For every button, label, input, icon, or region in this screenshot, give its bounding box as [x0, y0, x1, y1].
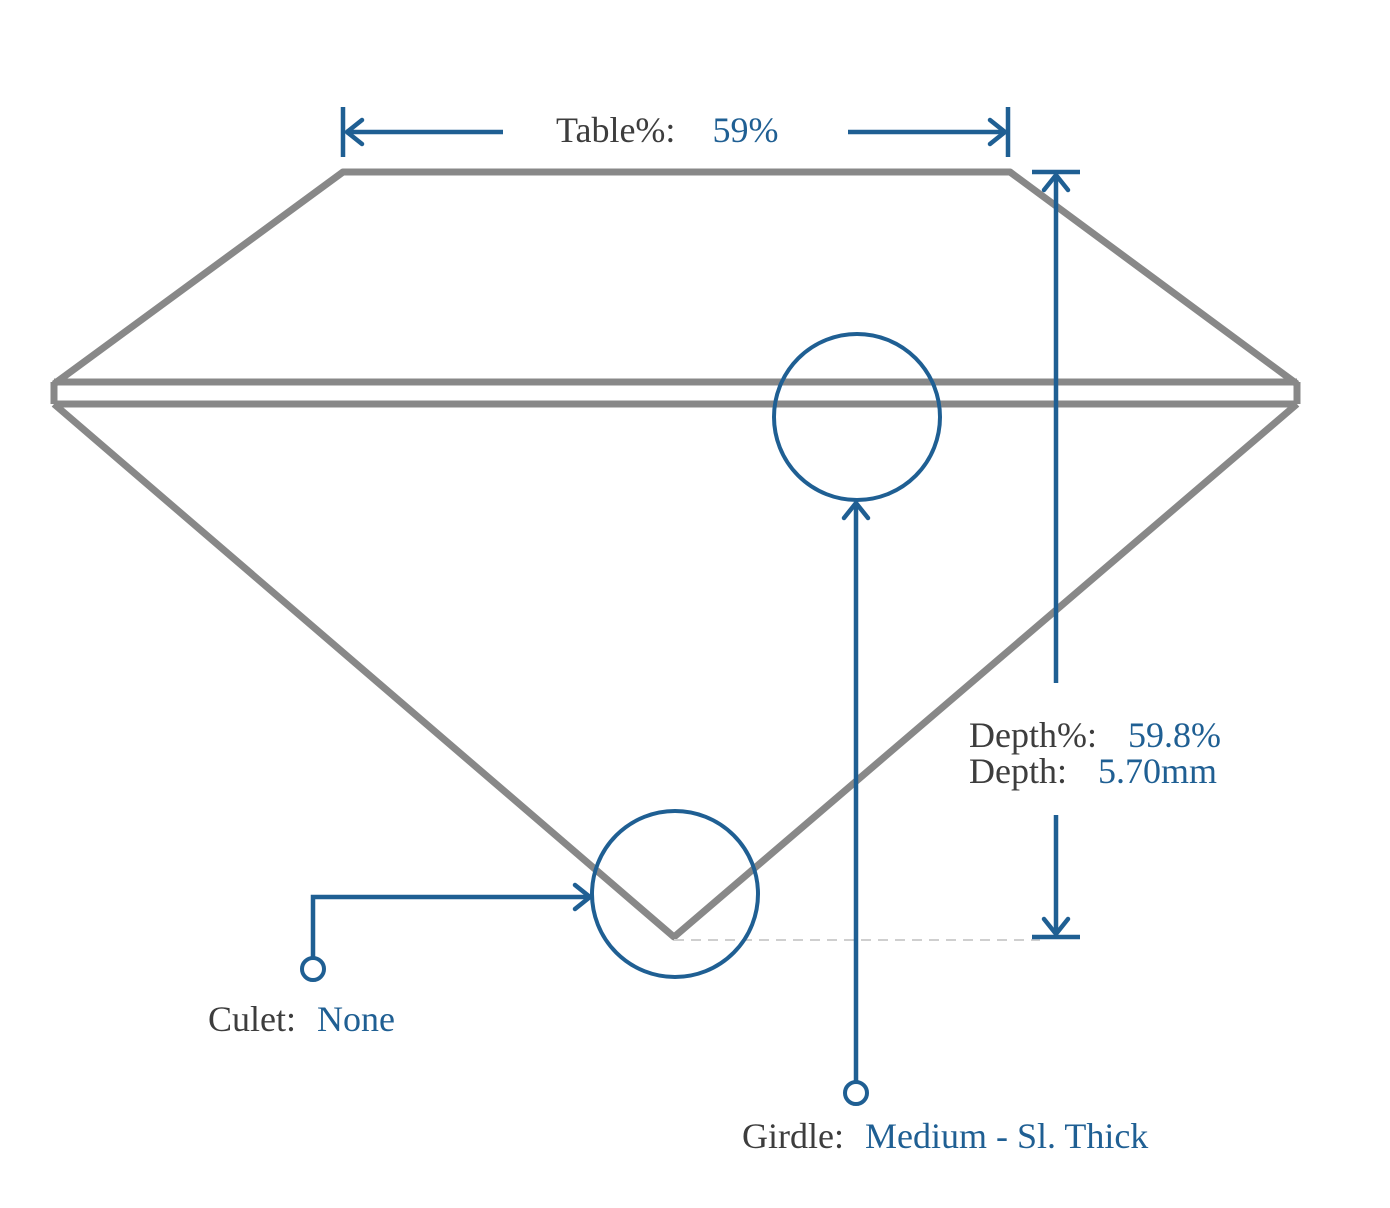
diamond-outline: [50, 168, 1301, 941]
girdle-value: Medium - Sl. Thick: [865, 1116, 1148, 1156]
table-dimension: Table%: 59%: [340, 107, 1011, 157]
table-right-arrow-head: [987, 117, 1008, 147]
culet-callout-circle: [590, 809, 760, 979]
girdle-label: Girdle: Medium - Sl. Thick: [742, 1116, 1148, 1156]
depth-upper-arrow-head: [1041, 172, 1071, 193]
culet-leader-anchor: [300, 956, 326, 982]
culet-leader-arrow-head: [572, 882, 593, 912]
culet-key: Culet:: [208, 999, 296, 1039]
culet-leader-line: [310, 894, 588, 957]
depth-pct-key: Depth%:: [969, 715, 1097, 755]
culet-callout: Culet: None: [208, 809, 760, 1039]
table-value: 59%: [712, 110, 778, 150]
girdle-leader-anchor: [843, 1080, 869, 1106]
girdle-callout-circle: [772, 332, 942, 502]
table-left-arrow-head: [344, 117, 365, 147]
girdle-callout: Girdle: Medium - Sl. Thick: [742, 332, 1148, 1156]
culet-label: Culet: None: [208, 999, 395, 1039]
crown-outline: [51, 168, 1300, 387]
depth-pct-value: 59.8%: [1128, 715, 1221, 755]
girdle-key: Girdle:: [742, 1116, 844, 1156]
depth-lower-arrow-head: [1041, 916, 1071, 937]
culet-value: None: [317, 999, 395, 1039]
pavilion-outline: [51, 401, 1300, 941]
girdle-leader-arrow-head: [841, 500, 871, 521]
table-key: Table%:: [556, 110, 675, 150]
depth-value: 5.70mm: [1098, 751, 1217, 791]
depth-pct-label: Depth%: 59.8%: [969, 715, 1221, 755]
depth-label: Depth: 5.70mm: [969, 751, 1217, 791]
depth-key: Depth:: [969, 751, 1067, 791]
table-label: Table%: 59%: [556, 110, 778, 150]
depth-dimension: Depth%: 59.8% Depth: 5.70mm: [969, 169, 1221, 940]
